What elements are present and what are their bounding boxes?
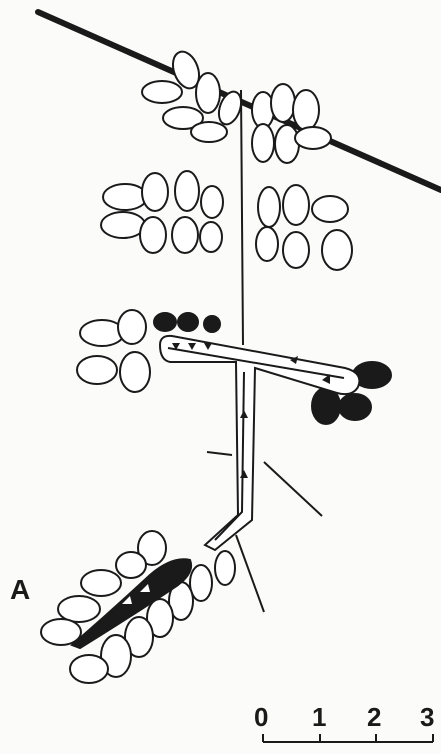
scale-bar [263,734,433,742]
leaf-rachis [241,90,243,345]
scale-tick-1: 1 [312,702,326,733]
pinna-third [77,310,150,392]
panel-label: A [10,574,30,606]
pinna-second [101,171,352,270]
pinna-top [142,48,331,163]
silk-tunnel [160,336,359,550]
scale-tick-0: 0 [254,702,268,733]
scale-tick-2: 2 [367,702,381,733]
scale-tick-3: 3 [420,702,434,733]
